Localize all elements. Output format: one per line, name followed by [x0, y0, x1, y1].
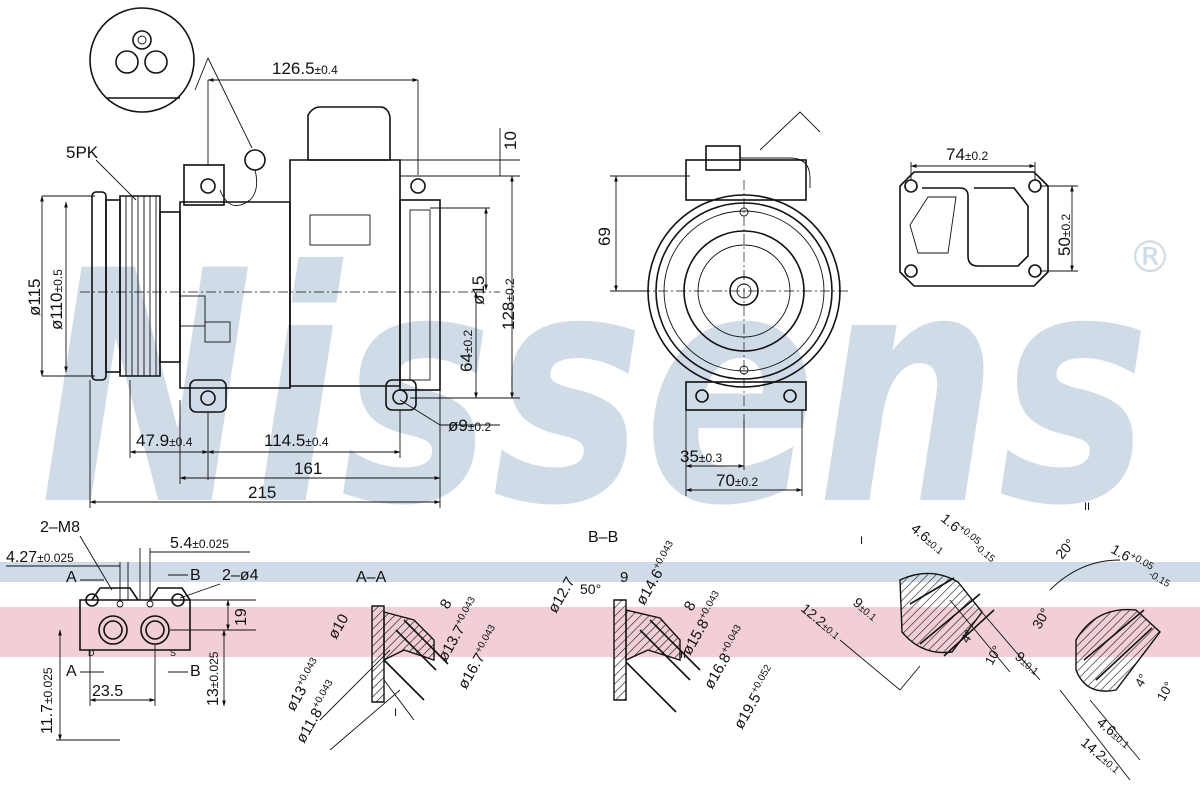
label-b-top: B — [190, 567, 201, 584]
dim-5-4: 5.4±0.025 — [170, 535, 229, 552]
main-side-view: 126.5±0.4 10 128±0.2 ø15 64±0.2 ø9±0.2 ø… — [25, 7, 520, 508]
label-5pk: 5PK — [66, 143, 99, 162]
section-bb-title: B–B — [588, 529, 618, 546]
dim-215: 215 — [248, 483, 276, 502]
aa-mark-i: I — [394, 707, 397, 719]
detail-i-mark: I — [860, 535, 863, 547]
mark-s: S — [170, 648, 176, 658]
section-aa-title: A–A — [356, 569, 387, 586]
mark-d: D — [88, 648, 95, 658]
watermark-text: Nissens — [40, 204, 1150, 576]
registered-mark: ® — [1128, 232, 1172, 283]
dim-13: 13±0.025 — [205, 651, 222, 706]
section-a-a: A–A ø10 8 ø13.7+0.043 ø16.7+0.043 ø13+0.… — [283, 569, 498, 751]
flange-view: 74±0.2 50±0.2 — [899, 145, 1078, 287]
pink-band — [0, 607, 1200, 657]
dim-161: 161 — [294, 459, 322, 478]
bb-n9: 9 — [620, 569, 628, 586]
bb-d195: ø19.5+0.052 — [730, 663, 780, 732]
detail-ii-mark: II — [1084, 501, 1090, 513]
dim-114-5: 114.5±0.4 — [264, 431, 329, 450]
dim-19: 19 — [233, 608, 250, 626]
dim-35: 35±0.3 — [680, 447, 723, 466]
dim-70: 70±0.2 — [716, 471, 759, 490]
dim-74: 74±0.2 — [946, 145, 989, 164]
dim-47-9: 47.9±0.4 — [136, 431, 193, 450]
dim-d115: ø115 — [25, 279, 44, 317]
dim-126-5: 126.5±0.4 — [272, 59, 338, 78]
dim-d9: ø9±0.2 — [448, 416, 491, 435]
dim-50: 50±0.2 — [1055, 213, 1074, 256]
label-2m8: 2–M8 — [40, 519, 80, 536]
dim-d15: ø15 — [469, 276, 488, 305]
label-b-bottom: B — [190, 663, 201, 680]
front-view: 69 35±0.3 70±0.2 — [595, 111, 850, 496]
label-a-bottom: A — [66, 663, 77, 680]
label-2d4: 2–ø4 — [222, 567, 259, 584]
dim-4-27: 4.27±0.025 — [6, 549, 74, 566]
dim-69: 69 — [595, 227, 614, 246]
port-block-view: D S 2–M8 5.4±0.025 4.27±0.025 A B 2–ø4 1… — [6, 519, 259, 741]
dim-10: 10 — [501, 131, 520, 150]
dim-128: 128±0.2 — [499, 278, 518, 330]
dim-23-5: 23.5 — [92, 683, 123, 700]
blue-band — [0, 562, 1200, 582]
bb-mark-ii: II — [680, 649, 686, 661]
bb-a50: 50° — [580, 581, 601, 597]
label-a-top: A — [66, 569, 77, 586]
dim-64: 64±0.2 — [457, 329, 476, 372]
dim-11-7: 11.7±0.025 — [39, 667, 56, 734]
dim-d110: ø110±0.5 — [47, 269, 66, 330]
detail-ii-a4: 4° — [1132, 671, 1151, 689]
detail-ii-a10: 10° — [1154, 679, 1177, 704]
